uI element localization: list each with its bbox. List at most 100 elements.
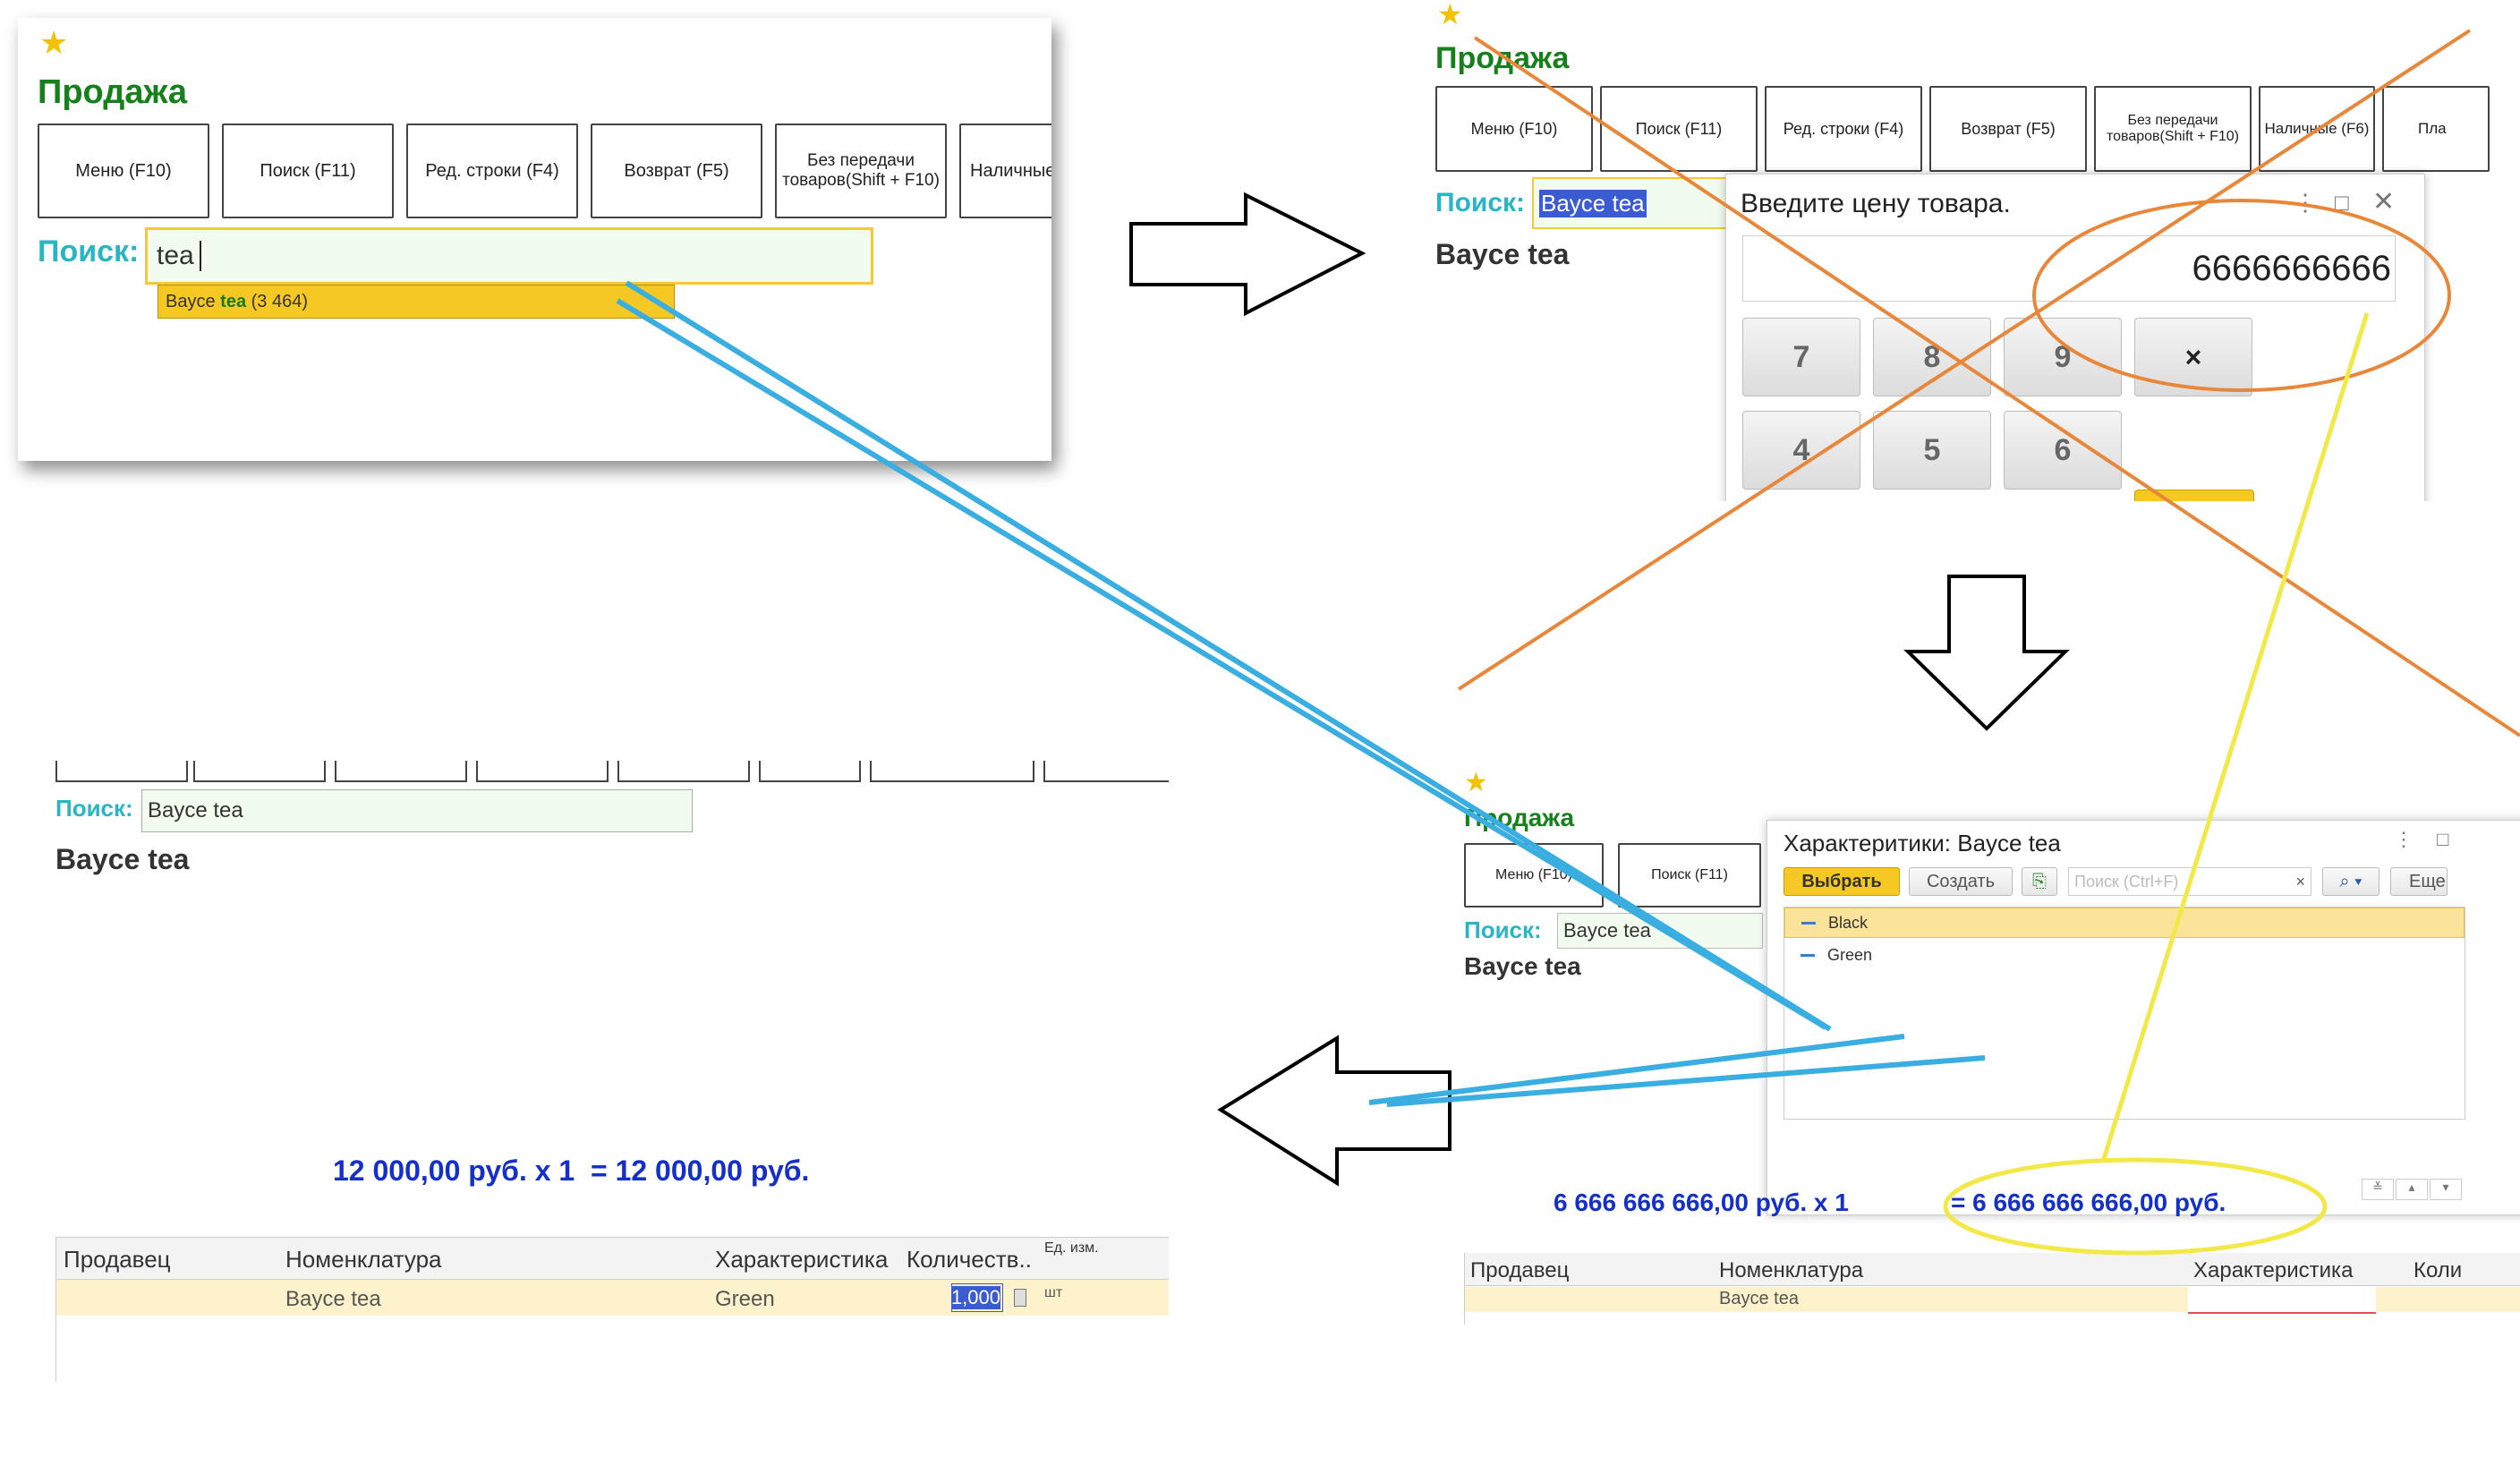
favorite-star-icon[interactable]: ★ [39,24,69,61]
search-input-value: Bayce tea [148,798,243,822]
maximize-icon[interactable]: □ [2437,828,2449,850]
window-title: Продажа [1435,41,1570,75]
search-input[interactable]: Bayce tea [1532,177,1747,229]
button-edge [55,761,188,782]
more-icon[interactable]: ⋮ [2294,189,2317,216]
favorite-star-icon[interactable]: ★ [1437,0,1463,30]
button-edge [870,761,1034,782]
header-item[interactable]: Номенклатура [1719,1258,1864,1282]
key-9[interactable]: 9 [2004,318,2122,396]
list-item[interactable]: Green [1784,940,2465,970]
characteristics-dialog: Характеритики: Bayce tea ⋮ □ Выбрать Соз… [1767,820,2520,1215]
search-button[interactable]: Поиск (F11) [1618,843,1761,907]
key-4[interactable]: 4 [1742,411,1860,490]
row-item: Bayce tea [285,1287,381,1311]
item-label: Green [1827,945,1873,964]
price-input[interactable]: 6666666666 [1742,235,2396,302]
edit-row-button[interactable]: Ред. строки (F4) [1765,86,1922,172]
list-search-placeholder: Поиск (Ctrl+F) [2074,872,2179,890]
item-label: Black [1828,913,1869,932]
item-marker [1801,921,1816,924]
characteristic-cell[interactable] [2188,1287,2376,1314]
maximize-icon[interactable]: □ [2335,189,2349,216]
goods-table: Продавец Номенклатура Характеристика Кол… [1464,1253,2520,1325]
calculator-icon[interactable] [1014,1289,1026,1307]
price-value: 6666666666 [2192,248,2391,288]
first-page-icon[interactable]: ≚ [2362,1179,2394,1200]
search-button[interactable]: Поиск (F11) [222,124,394,218]
flow-arrow-right-icon [1129,192,1366,317]
more-button[interactable]: Еще [2390,867,2448,896]
row-characteristic: Green [715,1287,775,1311]
button-edge [617,761,750,782]
sum-line-right: = 6 666 666 666,00 руб. [1951,1189,2226,1216]
key-5[interactable]: 5 [1873,411,1991,490]
list-item[interactable]: Black [1784,907,2465,938]
flow-arrow-down-icon [1903,575,2070,731]
list-nav: ≚ ▴ ▾ [2362,1179,2462,1200]
search-input-value: Bayce tea [1539,189,1647,217]
header-characteristic[interactable]: Характеристика [2193,1258,2354,1282]
button-edge [759,761,861,782]
menu-button[interactable]: Меню (F10) [38,124,209,218]
no-transfer-button[interactable]: Без передачи товаров(Shift + F10) [775,124,947,218]
quantity-cell[interactable]: 1,000 [950,1283,1003,1312]
header-quantity[interactable]: Количеств.. [907,1246,1032,1273]
header-seller[interactable]: Продавец [1470,1258,1570,1282]
menu-button[interactable]: Меню (F10) [1464,843,1604,907]
search-input[interactable]: tea [145,227,873,285]
search-options-icon[interactable]: ⌕ ▾ [2322,867,2380,896]
copy-icon[interactable]: ⎘ [2022,867,2057,896]
header-characteristic[interactable]: Характеристика [715,1246,889,1273]
key-8[interactable]: 8 [1873,318,1991,396]
header-seller[interactable]: Продавец [64,1246,171,1273]
button-edge [476,761,609,782]
header-quantity[interactable]: Коли [2414,1258,2463,1282]
close-icon[interactable]: ✕ [2372,187,2396,217]
edit-row-button[interactable]: Ред. строки (F4) [406,124,578,218]
panel-characteristic-step: ★ Продажа Меню (F10) Поиск (F11) Поиск: … [1459,770,2520,1325]
flow-arrow-left-icon [1217,1035,1452,1187]
table-header [56,1237,1169,1280]
key-7[interactable]: 7 [1742,318,1860,396]
return-button[interactable]: Возврат (F5) [591,124,762,218]
cash-button[interactable]: Наличные [959,124,1051,218]
no-transfer-button[interactable]: Без передачи товаров(Shift + F10) [2094,86,2252,172]
item-marker [1801,953,1815,957]
header-unit[interactable]: Ед. изм. [1044,1240,1099,1256]
select-button[interactable]: Выбрать [1784,867,1900,896]
autocomplete-item[interactable]: Bayce tea (3 464) [158,285,675,319]
search-input-value: Bayce tea [1563,919,1651,942]
create-button[interactable]: Создать [1909,867,2013,896]
button-edge [335,761,467,782]
favorite-star-icon[interactable]: ★ [1464,770,1488,797]
cash-button[interactable]: Наличные (F6) [2259,86,2375,172]
search-label: Поиск: [55,795,133,822]
page-down-icon[interactable]: ▾ [2430,1179,2462,1200]
more-icon[interactable]: ⋮ [2394,828,2414,850]
row-unit: шт [1044,1285,1063,1300]
search-input[interactable]: Bayce tea [1557,913,1763,949]
sum-line: 12 000,00 руб. x 1 = 12 000,00 руб. [333,1155,810,1187]
price-dialog: Введите цену товара. ⋮ □ ✕ 6666666666 7 … [1725,174,2425,501]
page-up-icon[interactable]: ▴ [2396,1179,2428,1200]
menu-button[interactable]: Меню (F10) [1435,86,1593,172]
product-name: Bayce tea [1464,952,1581,980]
clear-key[interactable]: × [2134,318,2252,396]
text-cursor [199,241,201,271]
suggestion-match: tea [220,291,247,311]
search-label: Поиск: [1435,188,1526,217]
product-name: Bayce tea [55,843,190,875]
return-button[interactable]: Возврат (F5) [1929,86,2087,172]
list-search-input[interactable]: Поиск (Ctrl+F) × [2068,867,2311,896]
sum-line-left: 6 666 666 666,00 руб. x 1 [1554,1189,1849,1216]
ok-key[interactable] [2134,490,2254,501]
suggestion-count: (3 464) [246,291,308,311]
search-button[interactable]: Поиск (F11) [1600,86,1758,172]
header-item[interactable]: Номенклатура [285,1246,442,1273]
search-input[interactable]: Bayce tea [141,789,693,832]
key-6[interactable]: 6 [2004,411,2122,490]
payment-button[interactable]: Пла [2382,86,2490,172]
clear-search-icon[interactable]: × [2295,872,2305,890]
search-label: Поиск: [1464,916,1542,943]
